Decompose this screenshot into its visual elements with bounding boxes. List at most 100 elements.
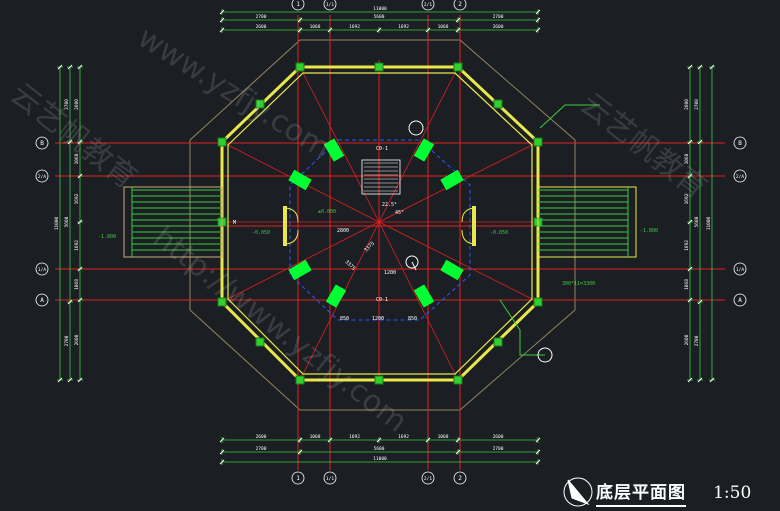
dim-right-row2-slash: [687, 139, 693, 145]
axis-bubble-v: [453, 471, 467, 485]
radial-line: [378, 221, 459, 381]
stair-right-treads: [538, 187, 629, 257]
dim-bottom-row2-text: 1692: [349, 434, 360, 440]
dim-left-row1-slash: [67, 139, 73, 145]
benches: [283, 138, 476, 308]
axis-bubble-v: [421, 0, 435, 11]
dim-top-row2-text: 1068: [310, 24, 321, 30]
dim-left-row1-text: 2700: [64, 335, 70, 346]
dim-top-overall-text: 11000: [373, 6, 387, 12]
dim-bottom-row1-slash: [535, 449, 541, 455]
dim-bottom-row2-text: 2600: [256, 434, 267, 440]
column: [533, 297, 543, 307]
dim-left-row2-text: 1068: [74, 279, 80, 290]
axis-bubble-h: [733, 293, 747, 307]
dim-top-row2-slash: [425, 27, 431, 33]
column: [255, 337, 265, 347]
column: [493, 337, 503, 347]
dim-bottom-row1-text: 2700: [256, 446, 267, 452]
axis-bubble-v: [291, 471, 305, 485]
dim-bottom-row2-slash: [455, 437, 461, 443]
dim-right-row2-slash: [687, 377, 693, 383]
dim-bottom-row2-text: 1068: [310, 434, 321, 440]
dim-top-row2-slash: [455, 27, 461, 33]
axis-bubble-v: [291, 0, 305, 11]
dim-left-row2-slash: [77, 139, 83, 145]
column: [374, 375, 384, 385]
room-mark-top: C0-1: [376, 146, 388, 152]
door-leaf-right: [472, 206, 476, 246]
dim-right-row2-slash: [687, 219, 693, 225]
dim-diag-2: 3375: [363, 241, 376, 254]
axis-bubble-h: [35, 136, 49, 150]
dim-top-row2-slash: [376, 27, 382, 33]
dim-right-row2-slash: [687, 266, 693, 272]
dim-right-row1-slash: [697, 299, 703, 305]
dim-left-row2-slash: [77, 173, 83, 179]
dim-right-overall-text: 11000: [706, 216, 712, 230]
axis-bubble-h: [35, 293, 49, 307]
bench: [325, 284, 347, 308]
dim-top-overall-slash: [535, 9, 541, 15]
bench: [323, 138, 345, 162]
dim-right-row2-slash: [687, 297, 693, 303]
dim-right-overall-slash: [709, 64, 715, 70]
dim-top-row2-slash: [327, 27, 333, 33]
axis-bubble-h: [733, 136, 747, 150]
dim-bottom-overall-slash: [219, 459, 225, 465]
dim-bottom-b: 1200: [372, 316, 384, 322]
leader-lines: [405, 104, 600, 363]
column: [295, 62, 305, 72]
dim-right-row2-slash: [687, 64, 693, 70]
axis-bubble-h: [733, 262, 747, 276]
dim-left-row2-slash: [77, 297, 83, 303]
stair-left-treads: [131, 187, 222, 257]
dim-right-row2-text: 2600: [684, 334, 690, 345]
dim-right-row2-text: 1692: [684, 193, 690, 204]
dim-center-1: 2800: [337, 228, 349, 234]
axis-bubble-label: A: [40, 297, 44, 304]
bench: [413, 284, 435, 308]
dim-right-overall-slash: [709, 377, 715, 383]
axis-bubble-label: 1/A: [38, 267, 46, 273]
column: [453, 62, 463, 72]
radial-line: [221, 221, 380, 303]
axis-bubble-v: [323, 0, 337, 11]
axis-bubble-label: 2/1: [424, 2, 432, 8]
dim-center-2: 1200: [384, 270, 396, 276]
dim-bottom-row2-slash: [535, 437, 541, 443]
axis-bubble-v: [453, 0, 467, 11]
dim-top-row2-text: 1692: [349, 24, 360, 30]
dim-left-row2-text: 1692: [74, 240, 80, 251]
dim-left-row1-text: 5600: [64, 216, 70, 227]
axis-bubble-label: 1/1: [326, 476, 334, 482]
axis-bubble-h: [35, 262, 49, 276]
axis-bubble-label: 2/A: [38, 174, 46, 180]
axis-bubble-h: [35, 169, 49, 183]
dim-bottom-row2-slash: [327, 437, 333, 443]
axis-bubble-label: A: [738, 297, 742, 304]
dim-bottom-row1-slash: [297, 449, 303, 455]
dim-left-row2-text: 1692: [74, 193, 80, 204]
axis-bubble-label: 2/A: [736, 174, 744, 180]
bench: [440, 259, 464, 281]
column: [295, 375, 305, 385]
dim-top-row2-text: 1068: [438, 24, 449, 30]
dim-top-row1-slash: [219, 17, 225, 23]
axis-bubble-label: 2: [458, 475, 462, 482]
axis-bubble-label: B: [738, 140, 742, 147]
dim-left-row2-slash: [77, 377, 83, 383]
dim-bottom-row2-text: 1068: [438, 434, 449, 440]
central-stair: [361, 159, 401, 195]
dim-left-row2-slash: [77, 64, 83, 70]
stair-right: [537, 186, 637, 258]
dim-bottom-row1-slash: [455, 449, 461, 455]
drawing-title-block: 底层平面图 1:50: [596, 478, 751, 507]
dim-right-row2-text: 1692: [684, 240, 690, 251]
dim-left-row2-text: 2600: [74, 334, 80, 345]
column: [533, 137, 543, 147]
dim-top-row2-slash: [535, 27, 541, 33]
